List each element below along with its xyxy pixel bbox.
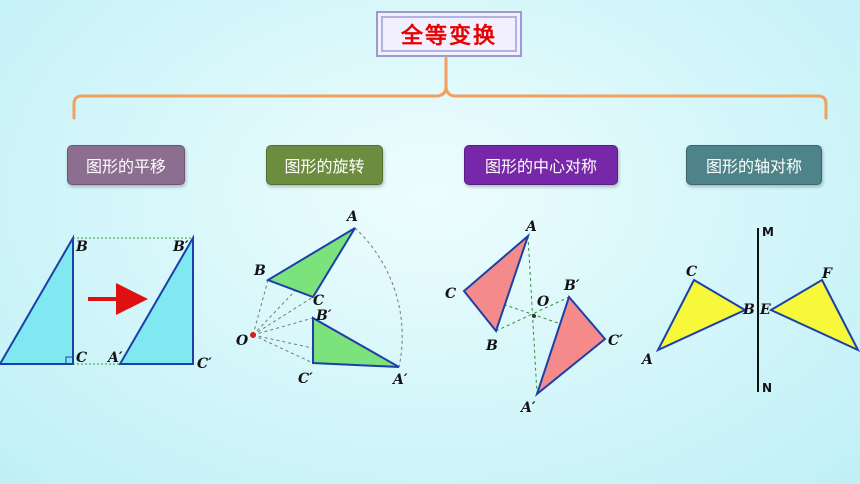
bracket (72, 56, 828, 120)
axial-triangle-right (768, 278, 860, 353)
title-box: 全等变换 (376, 11, 522, 57)
label-rotation-b: B (253, 263, 266, 279)
label-rotation-a: A (345, 209, 358, 225)
label-central-b-prime: B′ (563, 278, 580, 294)
page-title: 全等变换 (381, 16, 517, 52)
label-rotation-a-prime: A′ (391, 372, 408, 388)
label-central-c: C (445, 286, 456, 302)
label-rotation-o: O (236, 333, 249, 349)
label-axial-f: F (821, 266, 833, 282)
central-triangle-image (534, 295, 607, 397)
rotation-arc (354, 227, 403, 368)
axial-symmetry-figure: M N C A B E F (640, 225, 860, 395)
label-central-o: O (537, 294, 550, 310)
label-translation-b-prime: B′ (172, 239, 189, 255)
label-translation-c-prime: C′ (197, 356, 212, 372)
translation-triangle-image (118, 234, 194, 365)
label-central-a: A (524, 219, 537, 235)
central-center-point (532, 314, 536, 318)
rotation-center-point (250, 332, 256, 338)
category-axial-symmetry[interactable]: 图形的轴对称 (686, 145, 822, 185)
right-angle-mark (65, 356, 73, 364)
category-central-symmetry[interactable]: 图形的中心对称 (464, 145, 618, 185)
label-translation-b: B (75, 239, 88, 255)
category-rotation[interactable]: 图形的旋转 (266, 145, 383, 185)
rotation-figure: A B C O B′ C′ A′ (236, 209, 408, 388)
label-axial-b: B (742, 302, 755, 318)
label-central-a-prime: A′ (519, 400, 536, 416)
label-axial-a: A (640, 352, 653, 368)
central-symmetry-figure: A C B O B′ C′ A′ (445, 219, 623, 416)
translation-figure: B B′ C A′ C′ (0, 234, 212, 372)
label-translation-a-prime: A′ (106, 350, 123, 366)
label-rotation-b-prime: B′ (315, 308, 332, 324)
rotation-triangle-original (265, 227, 356, 299)
label-axial-m: M (762, 225, 774, 239)
label-axial-c: C (686, 264, 697, 280)
label-rotation-c-prime: C′ (298, 371, 313, 387)
axial-triangle-left (655, 278, 748, 353)
label-axial-n: N (762, 381, 772, 395)
translation-triangle-original (0, 234, 74, 365)
label-central-b: B (485, 338, 498, 354)
label-translation-c: C (76, 350, 87, 366)
central-triangle-original (462, 232, 531, 334)
label-axial-e: E (759, 302, 771, 318)
rotation-triangle-image (312, 316, 400, 368)
label-rotation-c: C (313, 293, 324, 309)
label-central-c-prime: C′ (608, 333, 623, 349)
category-translation[interactable]: 图形的平移 (67, 145, 185, 185)
